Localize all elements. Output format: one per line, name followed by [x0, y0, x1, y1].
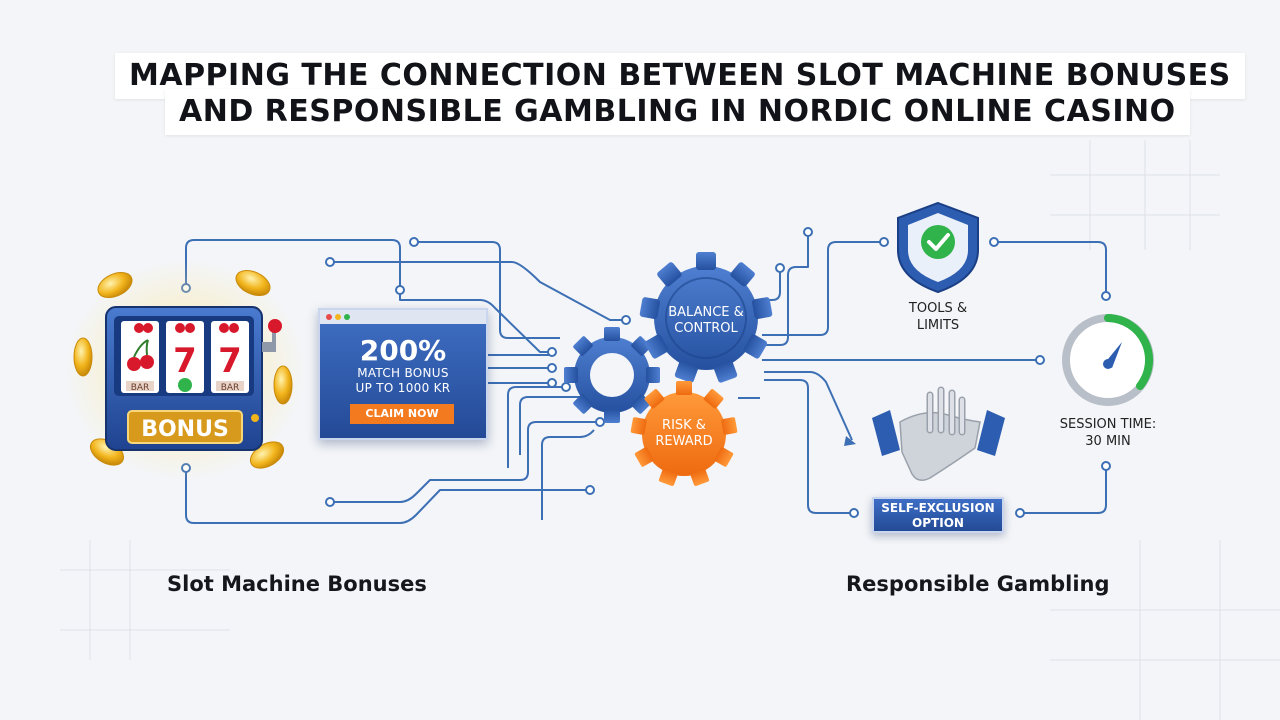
- arrow-icon: [844, 436, 856, 446]
- reel-bar-left: BAR: [131, 383, 150, 393]
- tools-line-2: LIMITS: [916, 318, 960, 333]
- gear-risk-label: RISK & REWARD: [644, 418, 724, 450]
- reel-bar-right: BAR: [221, 383, 240, 393]
- self-exclusion-button[interactable]: SELF-EXCLUSION OPTION: [872, 497, 1004, 533]
- tools-line-1: TOOLS &: [908, 301, 968, 316]
- self-exclusion-line-2: OPTION: [912, 516, 964, 530]
- panel-window-bar: [320, 310, 486, 324]
- bonus-line-1: MATCH BONUS: [357, 366, 449, 380]
- gear-risk-line-1: RISK &: [662, 418, 706, 433]
- cherry-icon: [134, 323, 153, 333]
- balance-gear-icon: [639, 252, 773, 383]
- shield-check-icon: [897, 201, 979, 294]
- window-dot-icon: [335, 314, 341, 320]
- cherry-icon: [127, 339, 154, 371]
- slot-bonus-label: BONUS: [141, 417, 229, 442]
- slot-lever-icon: [268, 319, 282, 333]
- session-line-2: 30 MIN: [1085, 434, 1131, 449]
- window-dot-icon: [344, 314, 350, 320]
- bonus-percent: 200%: [359, 334, 447, 367]
- cherry-icon: [219, 323, 239, 333]
- small-gear-icon: [564, 327, 660, 423]
- gear-balance-line-2: CONTROL: [674, 321, 738, 336]
- risk-gear-icon: [630, 381, 738, 486]
- cherry-icon: [175, 323, 195, 333]
- gear-balance-label: BALANCE & CONTROL: [656, 305, 756, 337]
- bonus-offer-panel: 200% MATCH BONUS UP TO 1000 KR CLAIM NOW: [318, 308, 488, 440]
- handshake-icon: [872, 386, 1005, 481]
- claim-now-button[interactable]: CLAIM NOW: [350, 404, 454, 424]
- session-line-1: SESSION TIME:: [1059, 417, 1157, 432]
- window-dot-icon: [326, 314, 332, 320]
- tools-limits-label: TOOLS & LIMITS: [888, 300, 988, 334]
- slot-machine-illustration: 7 7 BAR BAR BONUS: [65, 260, 305, 480]
- session-timer-icon: [1062, 314, 1154, 406]
- reel-seven-2: 7: [218, 341, 242, 381]
- gear-balance-line-1: BALANCE &: [668, 305, 744, 320]
- gear-risk-line-2: REWARD: [655, 434, 713, 449]
- self-exclusion-line-1: SELF-EXCLUSION: [881, 501, 995, 515]
- lime-icon: [178, 378, 192, 392]
- slot-machine-bonuses-label: Slot Machine Bonuses: [167, 572, 427, 596]
- circuit-traces: [185, 232, 1107, 524]
- responsible-gambling-label: Responsible Gambling: [846, 572, 1110, 596]
- session-time-label: SESSION TIME: 30 MIN: [1040, 416, 1176, 450]
- reel-seven-1: 7: [173, 341, 197, 381]
- bonus-line-2: UP TO 1000 KR: [355, 381, 451, 395]
- page-title-line-2: AND RESPONSIBLE GAMBLING IN NORDIC ONLIN…: [165, 89, 1190, 135]
